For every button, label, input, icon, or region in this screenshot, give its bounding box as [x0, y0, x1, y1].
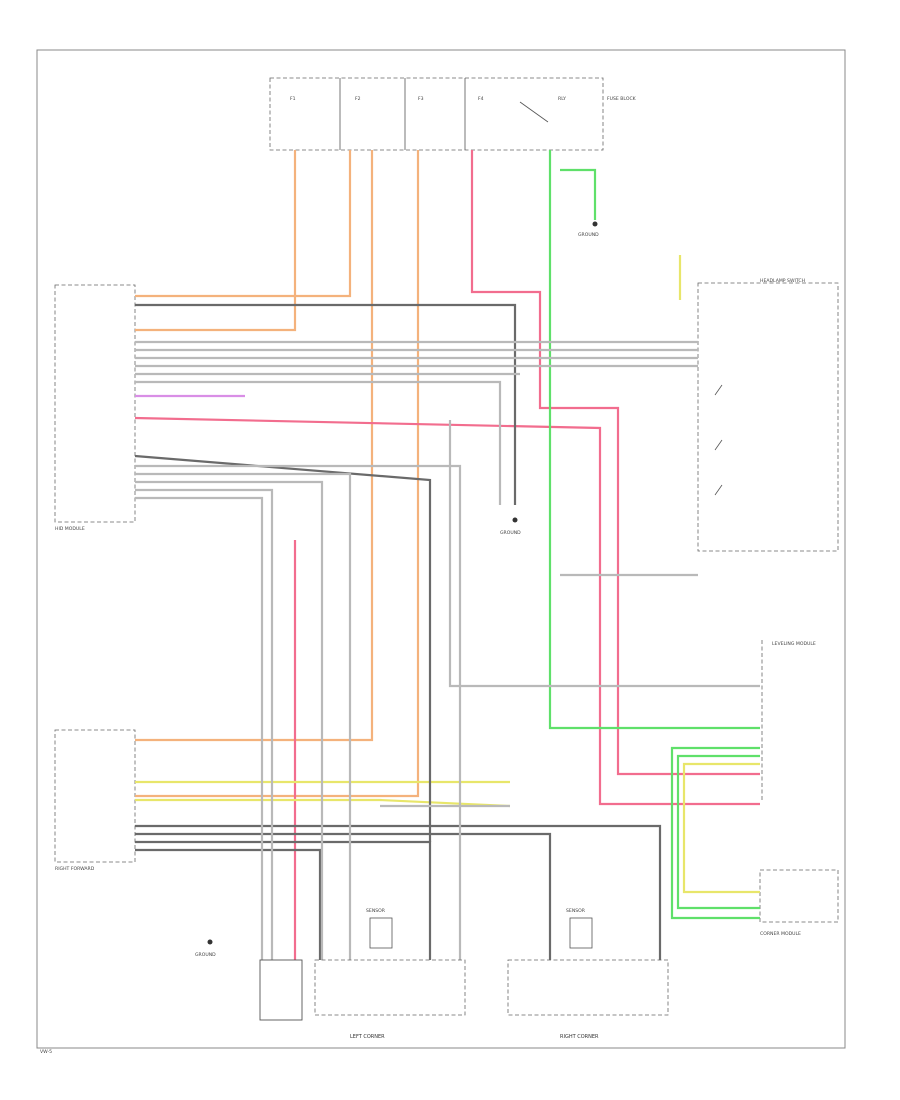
corner-module: CORNER MODULE: [759, 869, 839, 937]
orange-wire-3: [135, 150, 374, 742]
fuse-block: F1 F2 F3 F4 RLY FUSE BLOCK: [269, 77, 637, 151]
diagram-frame: [36, 49, 846, 1049]
orange-wire-2: [135, 150, 352, 298]
svg-text:F3: F3: [418, 96, 424, 102]
svg-text:RLY: RLY: [558, 96, 566, 102]
green-wire-corner: [670, 746, 760, 920]
sensor-left-label: SENSOR: [366, 908, 386, 914]
gray-harness: [134, 303, 662, 960]
ground-mid: GROUND: [500, 517, 521, 536]
motor-left-label: LEFT CORNER: [350, 1034, 385, 1040]
corner-module-label: CORNER MODULE: [760, 931, 801, 937]
pink-wire: [470, 150, 760, 776]
orange-wire-1: [135, 150, 297, 332]
yellow-wire: [135, 255, 760, 894]
headlamp-switch-label: HEADLAMP SWITCH: [760, 278, 805, 284]
right-forward-module: RIGHT FORWARD: [54, 729, 136, 872]
leveling-connector: LEVELING MODULE: [761, 640, 816, 800]
sensor-right: SENSOR: [566, 908, 593, 949]
ground-low: GROUND: [195, 939, 216, 958]
motor-left: LEFT CORNER: [259, 959, 466, 1040]
motor-right-label: RIGHT CORNER: [560, 1034, 599, 1040]
svg-text:F2: F2: [355, 96, 361, 102]
footer-code: VW-5: [40, 1049, 52, 1055]
ground-mid-label: GROUND: [500, 530, 521, 536]
sensor-right-label: SENSOR: [566, 908, 586, 914]
ground-right: GROUND: [578, 221, 599, 238]
pink-wire-2: [134, 416, 760, 806]
headlamp-switch: HEADLAMP SWITCH: [697, 278, 839, 552]
ground-low-label: GROUND: [195, 952, 216, 958]
hid-module-left: HID MODULE: [54, 284, 136, 532]
leveling-module-label: LEVELING MODULE: [772, 641, 816, 647]
motor-right: RIGHT CORNER: [507, 959, 669, 1040]
svg-text:F1: F1: [290, 96, 296, 102]
light-gray-wires: [135, 340, 760, 960]
ground-right-label: GROUND: [578, 232, 599, 238]
svg-text:F4: F4: [478, 96, 484, 102]
fuse-block-label: FUSE BLOCK: [607, 96, 637, 102]
hid-module-left-label: HID MODULE: [55, 526, 85, 532]
sensor-left: SENSOR: [366, 908, 393, 949]
right-forward-module-label: RIGHT FORWARD: [55, 866, 95, 872]
green-wire-2: [560, 168, 597, 220]
